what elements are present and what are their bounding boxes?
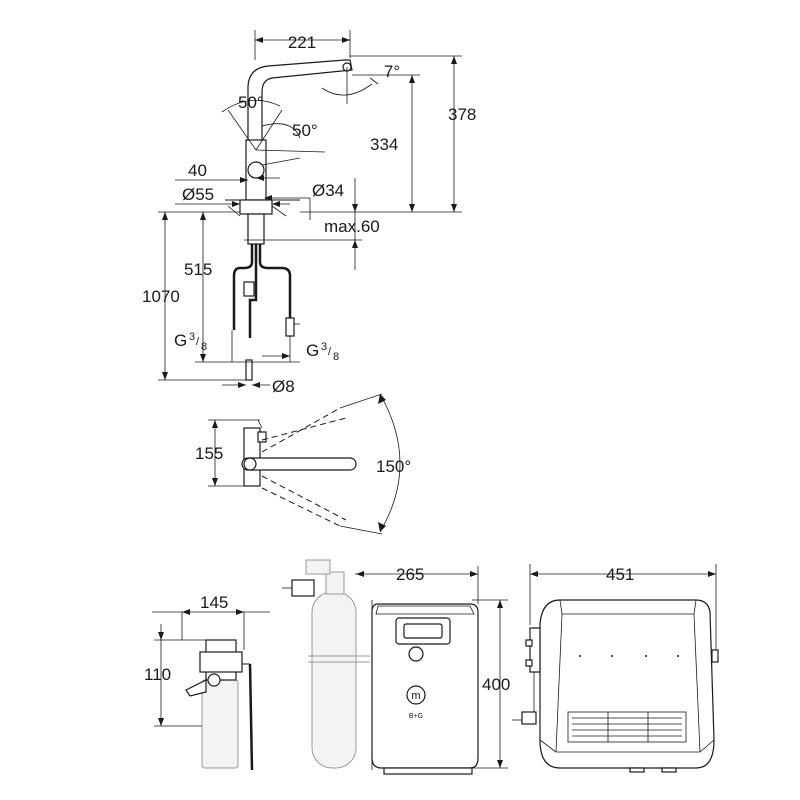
svg-text:/: /	[328, 346, 332, 358]
dim-lever-offset: 40	[188, 161, 207, 180]
dim-connector-right: G	[306, 341, 319, 360]
dim-base-diameter: Ø55	[182, 185, 214, 204]
faucet-side-view: 221 7° 378 334 50° 50° 40 Ø55	[142, 30, 476, 396]
dim-connector-left: G	[174, 331, 187, 350]
dim-lever-angle-right: 50°	[292, 121, 318, 140]
boiler-front: m B+G 265 400	[355, 565, 510, 775]
dim-pipe-diameter: Ø8	[272, 377, 295, 396]
dim-chiller-width: 451	[606, 565, 634, 584]
boiler-badge-caption: B+G	[409, 713, 423, 720]
svg-text:/: /	[196, 336, 200, 348]
faucet-top-view: 150° 155	[195, 393, 411, 535]
dim-swivel-depth: 155	[195, 444, 223, 463]
dim-thread-den-right: 8	[333, 351, 339, 363]
dim-thread-num-right: 3	[321, 341, 327, 353]
dim-swivel-angle: 150°	[376, 457, 411, 476]
dim-thread-den-left: 8	[201, 341, 207, 353]
chiller-unit: 451	[512, 564, 719, 773]
dim-boiler-height: 400	[482, 675, 510, 694]
dim-max-deck: max.60	[324, 217, 380, 236]
dim-filter-width: 145	[200, 593, 228, 612]
dim-hose-1070: 1070	[142, 287, 180, 306]
dim-boiler-width: 265	[396, 565, 424, 584]
dim-filter-head-height: 110	[144, 665, 171, 684]
boiler-badge: m	[411, 690, 420, 702]
dim-hose-515: 515	[184, 260, 212, 279]
dim-spout-height: 334	[370, 135, 398, 154]
dim-spout-reach: 221	[288, 33, 316, 52]
dim-spout-tilt: 7°	[384, 62, 400, 81]
filter-unit: 145 110	[144, 593, 270, 771]
dim-shank-diameter: Ø34	[312, 181, 344, 200]
dim-lever-angle-left: 50°	[238, 93, 264, 112]
dim-total-height: 378	[448, 105, 476, 124]
dim-thread-num-left: 3	[189, 331, 195, 343]
co2-bottle	[282, 559, 370, 769]
